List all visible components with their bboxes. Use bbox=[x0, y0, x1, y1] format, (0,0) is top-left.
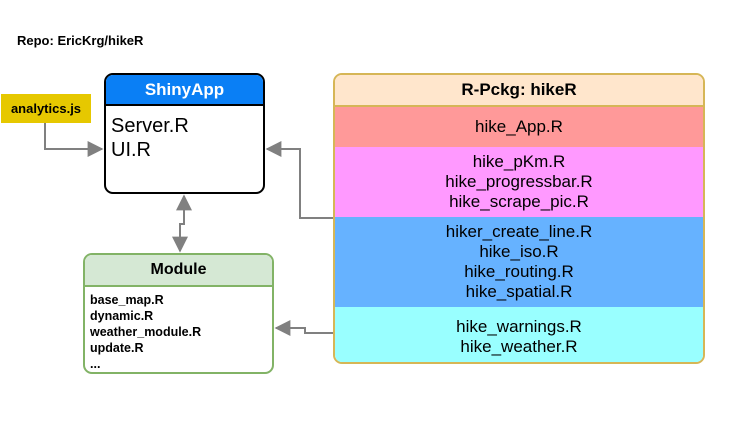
analytics-js-node[interactable]: analytics.js bbox=[1, 94, 91, 123]
package-section-utils[interactable]: hike_pKm.R hike_progressbar.R hike_scrap… bbox=[335, 147, 703, 217]
package-file: hike_weather.R bbox=[460, 336, 578, 356]
package-file: hike_scrape_pic.R bbox=[449, 192, 589, 211]
shinyapp-title: ShinyApp bbox=[106, 75, 263, 106]
package-file: hike_pKm.R bbox=[472, 152, 566, 171]
arrow-package-to-module bbox=[274, 320, 333, 336]
package-section-app[interactable]: hike_App.R bbox=[335, 107, 703, 147]
r-package-node[interactable]: R-Pckg: hikeR hike_App.R hike_pKm.R hike… bbox=[333, 73, 705, 364]
package-file: hike_spatial.R bbox=[465, 282, 573, 301]
module-file: weather_module.R bbox=[90, 325, 202, 339]
package-section-weather[interactable]: hike_warnings.R hike_weather.R bbox=[335, 307, 703, 362]
module-file: update.R bbox=[90, 341, 144, 355]
r-package-title: R-Pckg: hikeR bbox=[335, 75, 703, 107]
shinyapp-node[interactable]: ShinyApp Server.R UI.R bbox=[104, 73, 265, 194]
module-file: dynamic.R bbox=[90, 309, 154, 323]
repo-label: Repo: EricKrg/hikeR bbox=[17, 33, 144, 48]
package-file: hike_warnings.R bbox=[456, 316, 582, 336]
package-file: hike_App.R bbox=[475, 117, 563, 136]
shinyapp-file: UI.R bbox=[111, 139, 151, 161]
package-file: hike_iso.R bbox=[479, 242, 559, 261]
module-file: ... bbox=[90, 357, 101, 371]
arrow-shinyapp-module-bidirectional bbox=[172, 194, 192, 253]
module-files: base_map.R dynamic.R weather_module.R up… bbox=[85, 287, 272, 372]
package-section-spatial[interactable]: hiker_create_line.R hike_iso.R hike_rout… bbox=[335, 217, 703, 307]
arrow-package-to-shinyapp bbox=[265, 141, 333, 219]
shinyapp-files: Server.R UI.R bbox=[106, 106, 263, 162]
package-file: hike_progressbar.R bbox=[445, 172, 593, 191]
module-file: base_map.R bbox=[90, 293, 164, 307]
package-file: hiker_create_line.R bbox=[445, 222, 593, 241]
module-title: Module bbox=[85, 255, 272, 287]
arrow-analytics-to-shinyapp bbox=[44, 123, 104, 157]
module-node[interactable]: Module base_map.R dynamic.R weather_modu… bbox=[83, 253, 274, 374]
package-file: hike_routing.R bbox=[464, 262, 574, 281]
shinyapp-file: Server.R bbox=[111, 115, 189, 137]
